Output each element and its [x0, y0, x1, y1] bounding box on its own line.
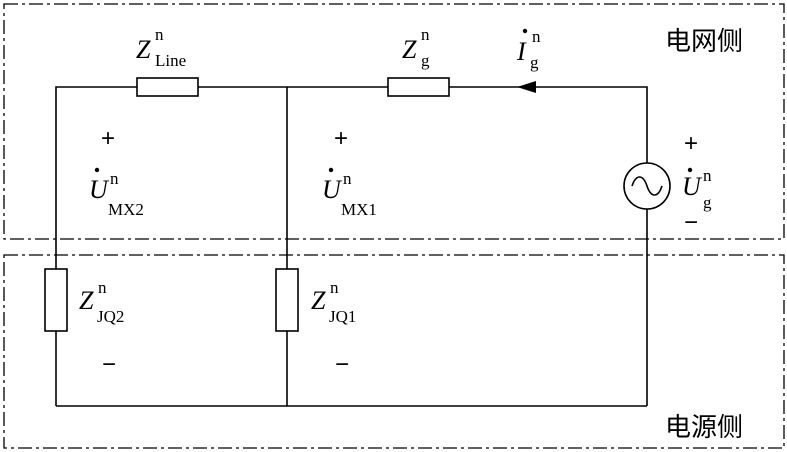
svg-text:Z: Z [402, 35, 417, 64]
i-g-label: I n g [516, 27, 541, 72]
svg-text:Z: Z [311, 286, 326, 315]
u-g-minus: − [684, 209, 698, 236]
u-mx1-plus: + [334, 125, 348, 152]
svg-text:n: n [330, 278, 339, 297]
svg-text:MX1: MX1 [341, 200, 377, 219]
u-g-label: U n g [682, 166, 712, 212]
svg-text:n: n [421, 25, 430, 44]
z-jq2-resistor [44, 268, 68, 332]
svg-text:U: U [322, 175, 343, 204]
z-g-label: Z n g [402, 25, 430, 70]
grid-side-boundary [3, 3, 785, 240]
svg-text:Z: Z [136, 35, 151, 64]
source-side-boundary [3, 254, 785, 449]
svg-text:U: U [89, 175, 110, 204]
svg-text:Z: Z [79, 286, 94, 315]
svg-text:I: I [516, 37, 527, 66]
grid-side-label: 电网侧 [665, 27, 743, 57]
svg-text:n: n [703, 166, 712, 185]
ac-source [623, 162, 671, 210]
svg-text:g: g [530, 53, 539, 72]
sine-wave-icon [631, 176, 663, 196]
svg-text:n: n [110, 169, 119, 188]
svg-text:U: U [682, 172, 703, 201]
svg-text:JQ2: JQ2 [97, 307, 124, 326]
svg-text:Line: Line [155, 51, 186, 70]
u-mx1-minus: − [335, 351, 349, 378]
svg-text:n: n [98, 278, 107, 297]
svg-text:JQ1: JQ1 [329, 307, 356, 326]
svg-text:n: n [532, 27, 541, 46]
svg-text:MX2: MX2 [108, 200, 144, 219]
wires [55, 86, 648, 407]
u-mx2-plus: + [101, 125, 115, 152]
z-line-resistor [136, 77, 199, 97]
svg-text:g: g [421, 51, 430, 70]
z-line-label: Z n Line [136, 25, 186, 70]
svg-text:n: n [155, 25, 164, 44]
u-g-plus: + [684, 130, 698, 157]
u-mx2-minus: − [102, 351, 116, 378]
z-jq1-resistor [275, 268, 299, 332]
z-jq2-label: Z n JQ2 [79, 278, 124, 326]
z-g-resistor [387, 77, 450, 97]
svg-text:n: n [343, 169, 352, 188]
current-arrow [517, 81, 536, 93]
u-mx2-label: U n MX2 [89, 167, 144, 219]
u-mx1-label: U n MX1 [322, 167, 377, 219]
svg-text:g: g [703, 193, 712, 212]
source-side-label: 电源侧 [665, 413, 743, 443]
z-jq1-label: Z n JQ1 [311, 278, 356, 326]
